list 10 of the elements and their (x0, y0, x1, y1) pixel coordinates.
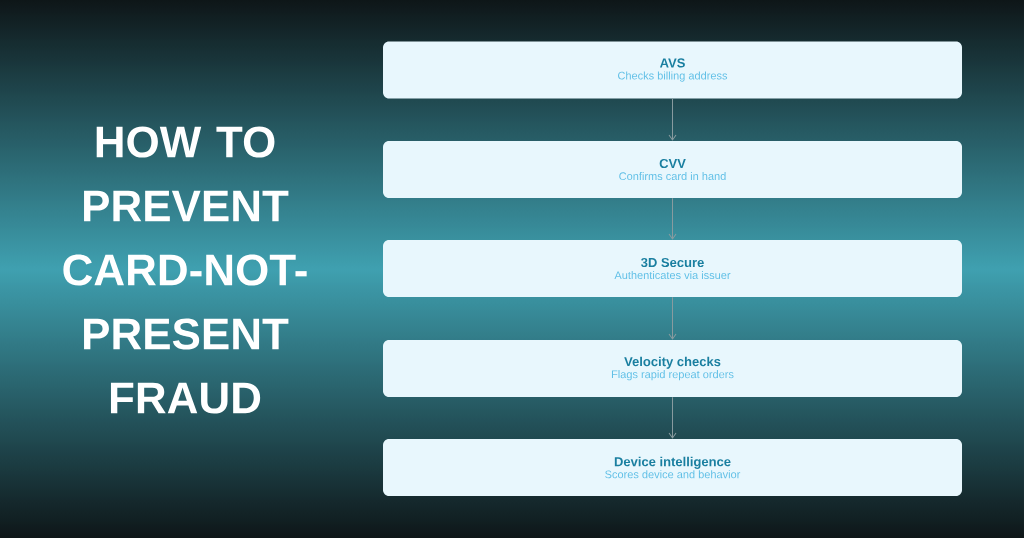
arrow (668, 296, 677, 340)
arrow (668, 98, 677, 141)
step-box: Velocity checks Flags rapid repeat orders (383, 340, 962, 397)
title: HOW TO PREVENT CARD-NOT-PRESENT FRAUD (63, 126, 307, 414)
arrow (668, 396, 677, 439)
arrow (668, 197, 677, 240)
step-box: Device intelligence Scores device and behavior (383, 439, 962, 496)
step-box: CVV Confirms card in hand (383, 141, 962, 198)
step-box: AVS Checks billing address (383, 41, 962, 99)
step-box: 3D Secure Authenticates via issuer (383, 240, 962, 297)
